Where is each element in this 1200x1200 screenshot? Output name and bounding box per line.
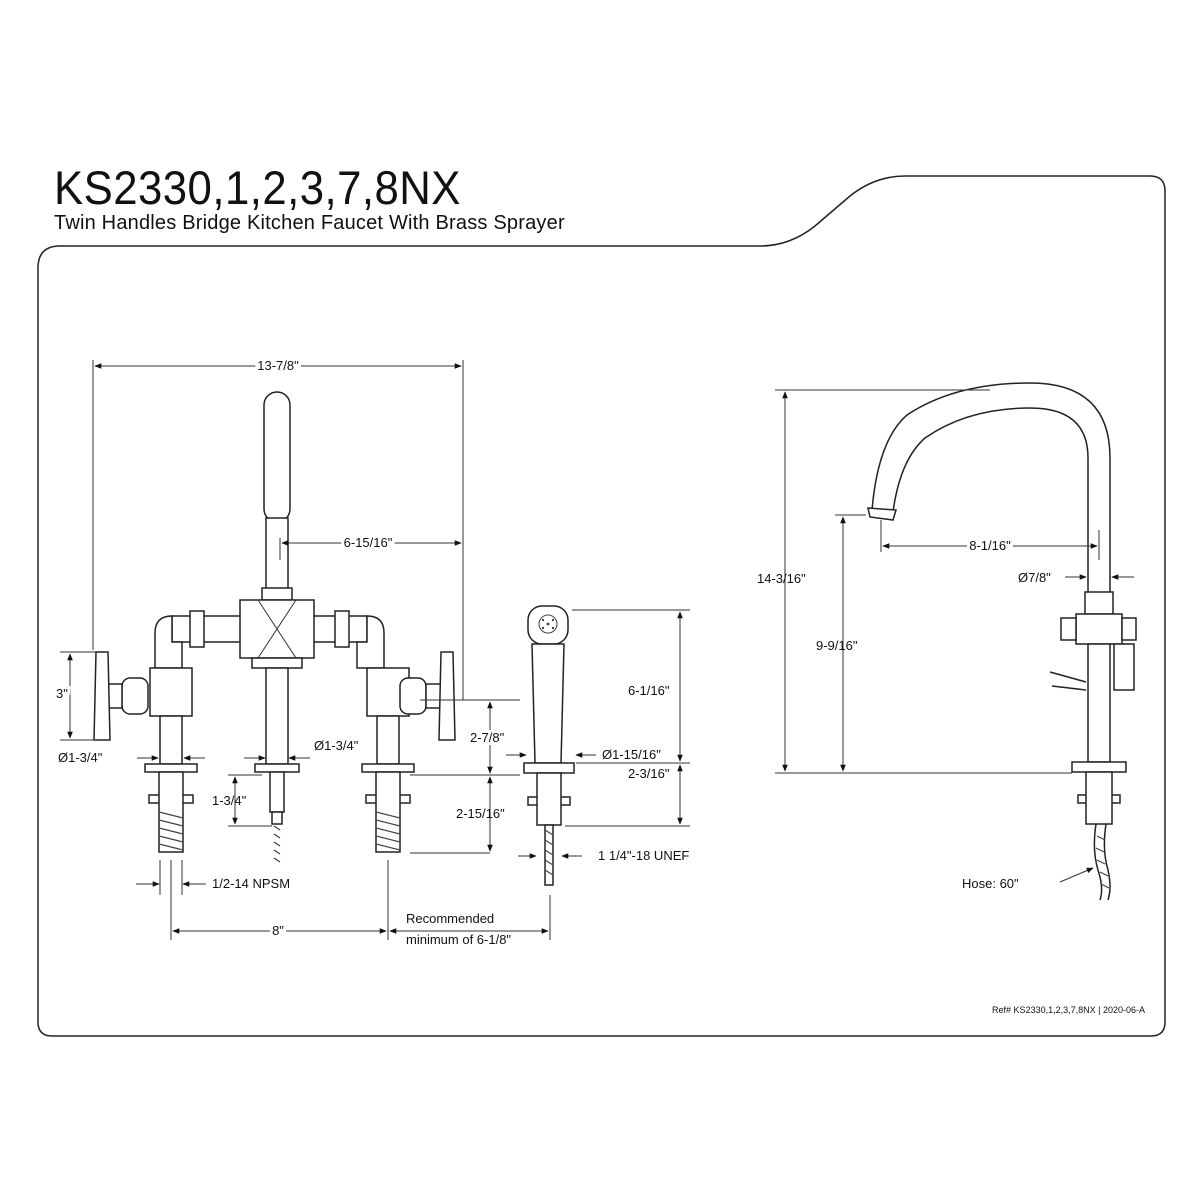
dim-overall-width: 13-7/8" (257, 358, 299, 373)
drawing-frame (37, 175, 1166, 1037)
dim-spout-reach: 6-15/16" (344, 535, 393, 550)
dim-center-spacing: 8" (272, 923, 284, 938)
dim-spout-height: 9-9/16" (816, 638, 858, 653)
dim-sprayer-shank: 2-3/16" (628, 766, 670, 781)
dim-handle-height: 3" (56, 686, 68, 701)
sprayer-dimensions (506, 609, 690, 859)
sprayer-drawing (523, 605, 575, 886)
dim-column-dia: Ø7/8" (1018, 570, 1051, 585)
dim-sprayer-height: 6-1/16" (628, 683, 670, 698)
page-subtitle: Twin Handles Bridge Kitchen Faucet With … (54, 212, 565, 234)
side-dimensions (775, 389, 1134, 883)
dim-sprayer-thread: 1 1/4"-18 UNEF (598, 848, 689, 863)
dim-sprayer-base-dia: Ø1-15/16" (602, 747, 661, 762)
front-faucet-drawing (93, 391, 456, 863)
recommended-line-2: minimum of 6-1/8" (406, 932, 511, 947)
dim-base-dia-right: Ø1-3/4" (314, 738, 359, 753)
dim-hose-connection: 1-3/4" (212, 793, 247, 808)
dim-hose-length: Hose: 60" (962, 876, 1019, 891)
page-title: KS2330,1,2,3,7,8NX (54, 161, 461, 214)
front-dimensions (60, 360, 551, 940)
dim-side-spout-reach: 8-1/16" (969, 538, 1011, 553)
dim-shank-length: 2-15/16" (456, 806, 505, 821)
dim-base-dia-left: Ø1-3/4" (58, 750, 103, 765)
dim-riser-height: 2-7/8" (470, 730, 505, 745)
dim-overall-height: 14-3/16" (757, 571, 806, 586)
footer-reference: Ref# KS2330,1,2,3,7,8NX | 2020-06-A (992, 1005, 1145, 1015)
side-faucet-drawing (867, 382, 1137, 901)
dim-thread-front: 1/2-14 NPSM (212, 876, 290, 891)
recommended-line-1: Recommended (406, 911, 494, 926)
